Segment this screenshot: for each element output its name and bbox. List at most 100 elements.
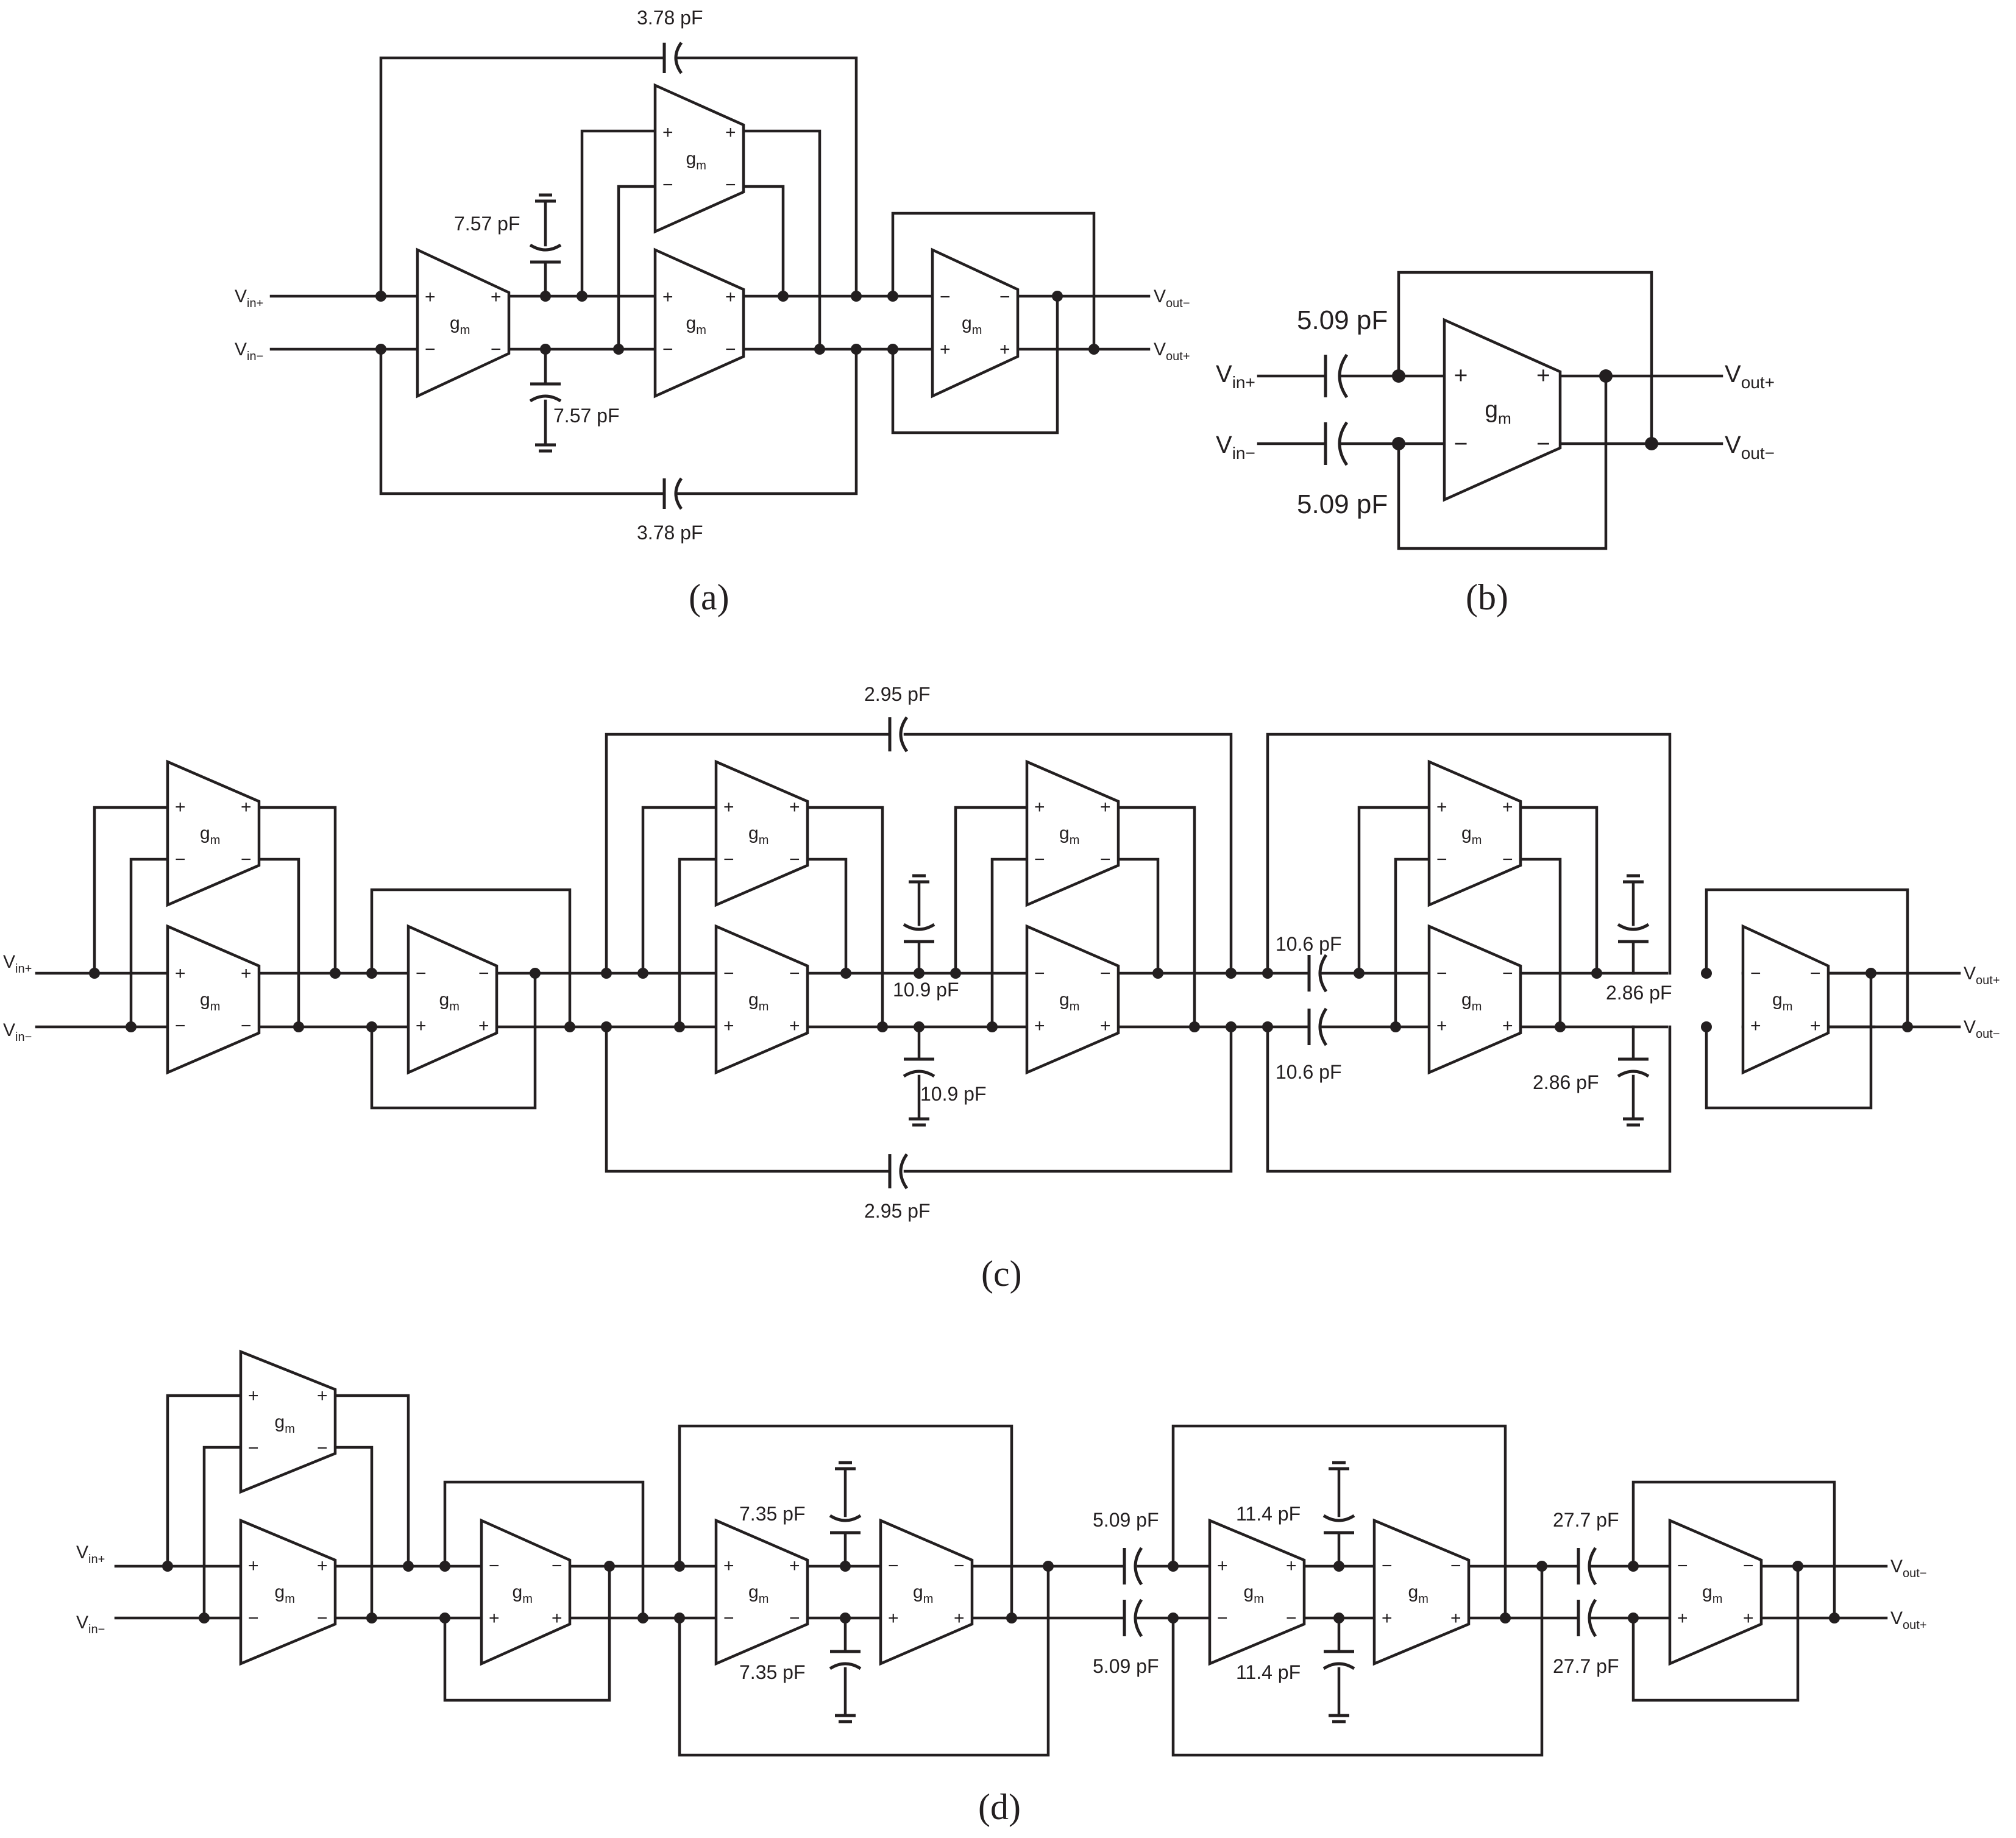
cap-label: 7.35 pF	[739, 1503, 806, 1525]
terminal-sign: −	[1454, 431, 1468, 457]
terminal-sign: −	[789, 850, 800, 870]
terminal-sign: +	[789, 1016, 800, 1036]
terminal-sign: −	[1436, 850, 1447, 870]
terminal-sign: +	[1436, 797, 1447, 817]
terminal-sign: −	[175, 1016, 186, 1036]
terminal-sign: +	[1034, 1016, 1045, 1036]
port-label: Vout−	[1154, 286, 1190, 310]
terminal-sign: −	[1034, 963, 1045, 984]
terminal-sign: +	[1100, 1016, 1111, 1036]
terminal-sign: +	[552, 1608, 563, 1628]
terminal-sign: −	[491, 339, 502, 360]
terminal-sign: +	[317, 1386, 328, 1406]
cap-label: 5.09 pF	[1093, 1509, 1159, 1531]
terminal-sign: −	[1100, 850, 1111, 870]
gm-block-label: gm	[748, 990, 768, 1013]
terminal-sign: +	[317, 1556, 328, 1576]
cap-label: 10.9 pF	[893, 979, 959, 1001]
terminal-sign: −	[416, 963, 427, 984]
terminal-sign: +	[489, 1608, 500, 1628]
cap-label: 11.4 pF	[1236, 1503, 1301, 1525]
terminal-sign: +	[725, 122, 736, 143]
terminal-sign: −	[789, 963, 800, 984]
terminal-sign: −	[425, 339, 436, 360]
panel-label: (d)	[978, 1787, 1021, 1827]
terminal-sign: +	[248, 1386, 259, 1406]
terminal-sign: +	[175, 797, 186, 817]
terminal-sign: +	[999, 339, 1010, 360]
port-label: Vin−	[3, 1020, 32, 1044]
cap-label: 2.95 pF	[864, 683, 931, 705]
cap-label: 2.86 pF	[1606, 982, 1672, 1004]
panel-label: (c)	[981, 1254, 1022, 1294]
terminal-sign: −	[888, 1556, 899, 1576]
terminal-sign: +	[789, 797, 800, 817]
gm-block-label: gm	[686, 313, 706, 337]
terminal-sign: −	[725, 175, 736, 195]
gm-block-label: gm	[1772, 990, 1792, 1013]
terminal-sign: +	[1810, 1016, 1821, 1036]
terminal-sign: +	[940, 339, 951, 360]
terminal-sign: −	[1502, 963, 1513, 984]
port-label: Vout−	[1890, 1556, 1927, 1580]
port-label: Vout−	[1964, 1017, 2000, 1041]
terminal-sign: −	[723, 963, 734, 984]
terminal-sign: −	[241, 1016, 252, 1036]
panel-c: 2.95 pF 2.95 pF 10.9 pF 10.9 pF 10.6 pF …	[3, 683, 2000, 1294]
terminal-sign: −	[1034, 850, 1045, 870]
terminal-sign: −	[662, 339, 673, 360]
cap-label: 2.95 pF	[864, 1200, 931, 1222]
terminal-sign: −	[1750, 963, 1761, 984]
terminal-sign: +	[1450, 1608, 1461, 1628]
terminal-sign: +	[723, 797, 734, 817]
panel-d: 7.35 pF 7.35 pF 5.09 pF 5.09 pF 11.4 pF …	[76, 1349, 1927, 1827]
terminal-sign: −	[317, 1608, 328, 1628]
terminal-sign: +	[175, 963, 186, 984]
gm-block-label: gm	[962, 313, 982, 337]
terminal-sign: +	[478, 1016, 489, 1036]
gm-block-label: gm	[200, 990, 220, 1013]
cap-label: 10.6 pF	[1276, 1061, 1342, 1083]
port-label: Vin+	[76, 1542, 105, 1566]
terminal-sign: −	[1436, 963, 1447, 984]
gm-block-label: gm	[439, 990, 460, 1013]
port-label: Vout+	[1890, 1608, 1927, 1632]
gm-block-label: gm	[748, 823, 768, 847]
terminal-sign: +	[248, 1556, 259, 1576]
gm-block-label: gm	[275, 1582, 295, 1606]
gm-block-label: gm	[1059, 990, 1079, 1013]
terminal-sign: −	[1217, 1608, 1228, 1628]
terminal-sign: +	[1454, 363, 1468, 389]
terminal-sign: +	[241, 797, 252, 817]
port-label: Vin−	[76, 1613, 105, 1636]
cap-label: 5.09 pF	[1297, 305, 1388, 335]
gm-block-label: gm	[1461, 823, 1482, 847]
terminal-sign: −	[723, 1608, 734, 1628]
terminal-sign: +	[1536, 363, 1550, 389]
terminal-sign: −	[1743, 1556, 1754, 1576]
terminal-sign: −	[1810, 963, 1821, 984]
gm-block-label: gm	[513, 1582, 533, 1606]
terminal-sign: −	[1450, 1556, 1461, 1576]
terminal-sign: +	[662, 122, 673, 143]
gm-block-label: gm	[1059, 823, 1079, 847]
gm-block-label: gm	[913, 1582, 933, 1606]
port-label: Vin+	[1216, 361, 1255, 392]
port-label: Vout+	[1964, 963, 2000, 987]
terminal-sign: +	[1382, 1608, 1393, 1628]
port-label: Vout+	[1725, 361, 1775, 392]
terminal-sign: −	[1382, 1556, 1393, 1576]
gm-block-label: gm	[275, 1412, 295, 1436]
port-label: Vout−	[1725, 431, 1775, 463]
terminal-sign: −	[662, 175, 673, 195]
gm-block-label: gm	[1485, 397, 1511, 427]
cap-label: 10.6 pF	[1276, 933, 1342, 955]
terminal-sign: +	[723, 1016, 734, 1036]
terminal-sign: −	[552, 1556, 563, 1576]
cap-label: 5.09 pF	[1093, 1655, 1159, 1677]
port-label: Vin−	[235, 339, 263, 363]
cap-label: 11.4 pF	[1236, 1661, 1301, 1683]
gm-block-label: gm	[686, 149, 706, 172]
terminal-sign: +	[725, 287, 736, 307]
terminal-sign: +	[1502, 1016, 1513, 1036]
